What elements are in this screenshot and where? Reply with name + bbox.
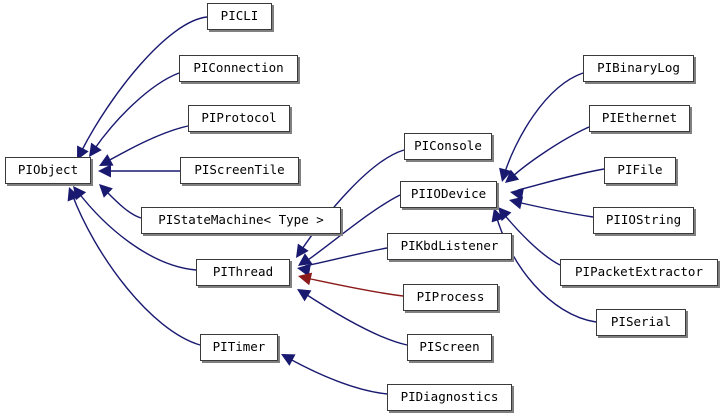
class-node-label: PIThread [212,264,274,280]
class-node-label: PIScreen [419,339,480,355]
class-node-label: PIObject [17,162,79,178]
class-node-label: PIPacketExtractor [575,264,703,280]
class-node-label: PISerial [610,314,672,330]
edge-piconnection-piobject [92,72,180,152]
edge-piscreen-pithread [303,292,408,346]
class-node-pistatemachine[interactable]: PIStateMachine< Type > [141,207,341,234]
class-node-pibinarylog[interactable]: PIBinaryLog [583,55,694,82]
edge-picli-piobject [80,16,208,153]
edge-piprotocol-piobject-arrowhead [99,154,114,166]
class-node-piconnection[interactable]: PIConnection [179,55,298,82]
edge-piiostring-piiodevice [516,201,594,218]
edge-pikbdlistener-pithread [304,247,388,267]
edge-piethernet-piiodevice-arrowhead [505,169,520,183]
class-node-label: PIIODevice [410,186,487,202]
class-node-pikbdlistener[interactable]: PIKbdListener [387,233,512,260]
edge-pikbdlistener-pithread-arrowhead [297,263,311,277]
edge-picli-piobject-arrowhead [77,145,89,160]
class-node-label: PIIOString [605,212,682,228]
class-node-label: PIKbdListener [400,238,499,254]
class-node-pifile[interactable]: PIFile [604,157,676,184]
class-node-pidiagnostics[interactable]: PIDiagnostics [387,384,512,411]
class-node-label: PIStateMachine< Type > [158,212,324,228]
class-node-label: PIFile [617,162,663,178]
class-node-piprocess[interactable]: PIProcess [403,284,498,311]
class-node-piiodevice[interactable]: PIIODevice [400,181,497,208]
class-node-label: PICLI [220,8,259,24]
edge-pipacketextractor-piiodevice [502,212,561,266]
edge-pidiagnostics-pitimer [287,357,388,395]
class-node-piscreentile[interactable]: PIScreenTile [180,157,299,184]
edge-pibinarylog-piiodevice-arrowhead [499,167,512,182]
edge-piconnection-piobject-arrowhead [89,142,102,157]
edge-piiodevice-pithread-arrowhead [298,253,313,266]
class-node-label: PIProcess [416,289,485,305]
class-node-label: PIScreenTile [194,162,285,178]
class-node-piprotocol[interactable]: PIProtocol [188,105,290,132]
edge-piprocess-pithread [305,277,404,297]
class-node-piscreen[interactable]: PIScreen [407,334,492,361]
class-node-label: PIDiagnostics [400,389,499,405]
class-node-piconsole[interactable]: PIConsole [404,133,492,160]
edge-pidiagnostics-pitimer-arrowhead [281,354,296,366]
arrowheads-group [67,142,524,366]
class-node-piobject[interactable]: PIObject [5,157,91,184]
class-node-label: PITimer [212,339,266,355]
edge-piserial-piiodevice [495,214,597,323]
edge-piprotocol-piobject [105,125,189,163]
edge-pistatemachine-piobject-arrowhead [99,184,113,198]
edge-piiostring-piiodevice-arrowhead [509,196,524,210]
edge-piscreentile-piobject-arrowhead [98,164,111,178]
class-node-label: PIEthernet [601,110,678,126]
class-node-picli[interactable]: PICLI [207,3,272,30]
edge-pithread-piobject [77,191,197,271]
class-node-pitimer[interactable]: PITimer [200,334,278,361]
edge-pistatemachine-piobject [104,189,142,219]
edges-group [71,16,605,395]
edge-piconsole-pithread-arrowhead [296,243,309,258]
class-node-pipacketextractor[interactable]: PIPacketExtractor [560,259,718,286]
class-node-piiostring[interactable]: PIIOString [593,207,694,234]
edge-piserial-piiodevice-arrowhead [491,208,505,223]
edge-piconsole-pithread [299,149,405,253]
class-node-piethernet[interactable]: PIEthernet [589,105,690,132]
edge-piscreen-pithread-arrowhead [297,289,312,302]
edge-piethernet-piiodevice [511,126,590,178]
class-node-label: PIProtocol [201,110,277,126]
edge-pitimer-piobject [71,193,201,346]
edge-piiodevice-pithread [304,194,401,263]
class-node-piserial[interactable]: PISerial [596,309,686,336]
edge-pibinarylog-piiodevice [503,72,584,176]
edge-pitimer-piobject-arrowhead [67,187,80,202]
class-node-pithread[interactable]: PIThread [196,259,290,286]
edge-piprocess-pithread-arrowhead [298,272,313,286]
class-node-label: PIBinaryLog [597,60,680,76]
edge-pifile-piiodevice [517,168,605,191]
class-node-label: PIConsole [414,138,482,154]
class-node-label: PIConnection [193,60,284,76]
